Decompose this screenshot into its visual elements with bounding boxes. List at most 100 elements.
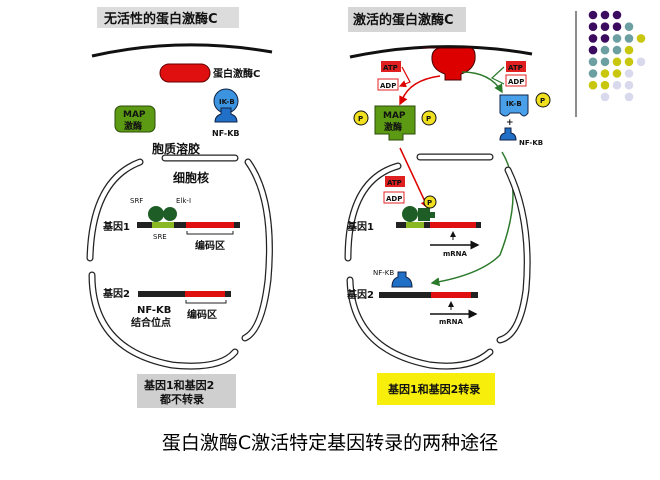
decor-dot xyxy=(612,69,622,78)
left-result-box xyxy=(137,374,236,408)
atp-box-1 xyxy=(381,61,401,72)
nuclear-envelope xyxy=(86,154,273,370)
nuclear-envelope-right xyxy=(345,154,530,369)
decor-dot xyxy=(588,45,598,55)
map-kinase-active xyxy=(374,105,416,141)
map-label-right-2: 激酶 xyxy=(384,121,402,133)
nfkb-protein xyxy=(214,107,238,123)
decor-dot xyxy=(624,80,634,90)
phosphate-ikb xyxy=(535,92,551,108)
atp-label: ATP xyxy=(387,179,402,187)
cytosol-label: 胞质溶胶 xyxy=(152,141,200,156)
decor-dot xyxy=(600,92,610,102)
decor-dot xyxy=(612,22,622,32)
adp-box-1 xyxy=(377,78,399,91)
left-result-line1: 基因1和基因2 xyxy=(143,378,214,392)
ikb-label: IK-B xyxy=(219,98,235,106)
decor-dot xyxy=(600,34,610,43)
pkc-inactive xyxy=(159,63,211,83)
gene1-coding-region xyxy=(186,222,234,228)
gene2-label-right: 基因2 xyxy=(346,288,374,301)
decor-dot xyxy=(624,34,634,43)
decor-dot xyxy=(624,45,634,55)
nfkb-free xyxy=(499,127,517,141)
plus-sign: + xyxy=(506,118,514,128)
right-title-box xyxy=(348,7,466,32)
phosphate-map-left xyxy=(353,110,369,126)
decor-dot xyxy=(600,22,610,32)
p-label: P xyxy=(426,115,431,123)
decor-dot xyxy=(588,22,598,32)
p-label: P xyxy=(358,115,363,123)
map-kinase-inactive xyxy=(114,105,156,133)
map-label-right: MAP xyxy=(383,111,406,121)
decor-dot xyxy=(588,10,598,20)
adp-label: ADP xyxy=(380,82,396,90)
decor-dot xyxy=(600,69,610,78)
pkc-label: 蛋白激酶C xyxy=(213,67,260,80)
adp-box-3 xyxy=(383,191,405,204)
decorative-dot-grid xyxy=(588,10,646,102)
map-label-2: 激酶 xyxy=(124,120,142,132)
nucleus-label: 细胞核 xyxy=(173,170,209,185)
decor-dot xyxy=(612,10,622,20)
coding2-label: 编码区 xyxy=(187,308,217,321)
gene2-dna xyxy=(138,291,231,297)
coding1-label: 编码区 xyxy=(195,239,225,252)
p-label: P xyxy=(540,97,545,105)
decor-dot xyxy=(588,69,598,78)
mrna-label-1: mRNA xyxy=(443,250,468,258)
decor-dot xyxy=(624,92,634,102)
elk-label: Elk-I xyxy=(176,197,191,205)
left-result-line2: 都不转录 xyxy=(159,392,204,406)
adp-label: ADP xyxy=(508,78,524,86)
elk-protein-right xyxy=(418,208,435,221)
atp-box-2 xyxy=(506,61,526,72)
nfkb-bound-label: NF-KB xyxy=(373,269,394,277)
gene2-coding-region xyxy=(185,291,225,297)
decor-dot xyxy=(624,22,634,32)
elk-protein xyxy=(163,207,177,221)
adp-box-2 xyxy=(505,74,527,87)
p-label: P xyxy=(427,199,432,207)
nfkb-site-label: NF-KB xyxy=(137,305,171,316)
cell-membrane-right xyxy=(349,45,533,59)
decor-dot xyxy=(600,45,610,55)
srf-label: SRF xyxy=(130,197,143,205)
gene2-dna-right xyxy=(379,292,478,298)
right-title: 激活的蛋白激酶C xyxy=(353,12,454,28)
nfkb-translocation-arrow xyxy=(430,151,514,287)
ikb-phosphorylated xyxy=(499,94,529,117)
adp-label: ADP xyxy=(386,195,402,203)
left-panel: 无活性的蛋白激酶C 蛋白激酶C IK-B NF-KB MAP 激酶 胞质溶胶 细… xyxy=(86,7,273,408)
nfkb-bound xyxy=(391,271,413,288)
decor-dot xyxy=(624,57,634,67)
decor-dot xyxy=(612,80,622,90)
srf-protein xyxy=(148,206,164,222)
decor-dot xyxy=(612,57,622,67)
srf-protein-right xyxy=(402,206,418,222)
atp-box-3 xyxy=(385,176,405,187)
decor-dot xyxy=(588,80,598,90)
gene2-label: 基因2 xyxy=(102,287,130,300)
decor-dot xyxy=(636,34,646,43)
pkc-active xyxy=(422,47,476,81)
decor-dot xyxy=(600,10,610,20)
gene2-coding-right xyxy=(431,292,471,298)
ikb-label-right: IK-B xyxy=(506,100,522,108)
decor-dot xyxy=(588,34,598,43)
decor-dot xyxy=(600,57,610,67)
decor-dot xyxy=(636,57,646,67)
decor-dot xyxy=(624,69,634,78)
decor-dot xyxy=(612,34,622,43)
slide-caption: 蛋白激酶C激活特定基因转录的两种途径 xyxy=(161,432,499,454)
atp-label: ATP xyxy=(508,64,523,72)
map-label: MAP xyxy=(123,110,146,120)
gene1-coding-right xyxy=(430,222,476,228)
decor-dot xyxy=(588,57,598,67)
binding-site-label: 结合位点 xyxy=(131,316,171,329)
right-result-box xyxy=(377,373,495,405)
sre-region xyxy=(152,222,174,228)
decor-dot xyxy=(612,45,622,55)
